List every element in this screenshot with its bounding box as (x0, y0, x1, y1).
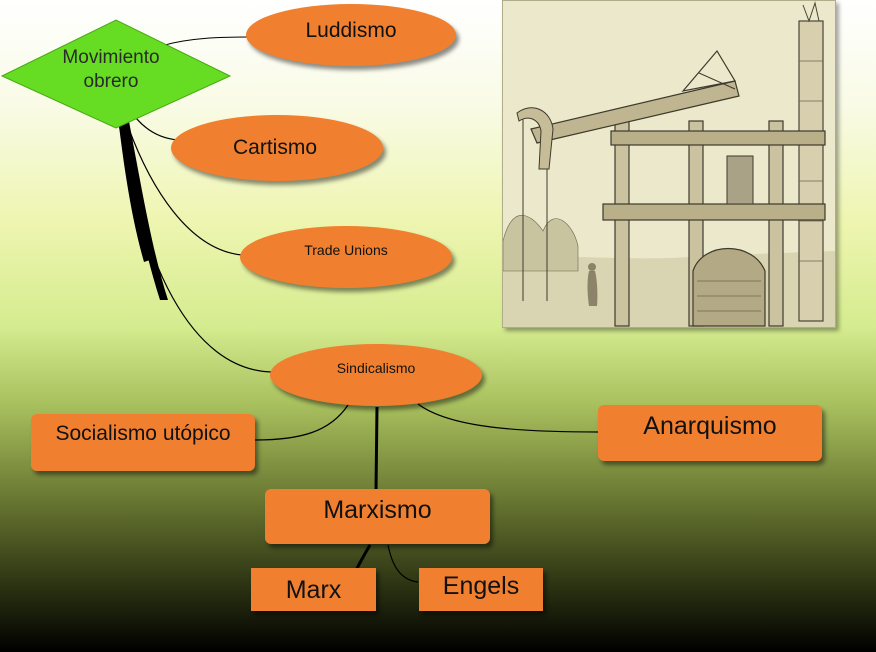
node-label: Trade Unions (304, 242, 388, 258)
node-socialismo-utopico[interactable]: Socialismo utópico (31, 414, 255, 471)
link-sindicalismo-socialismo (254, 404, 349, 441)
link-marxismo-engels (387, 544, 419, 583)
node-label: Sindicalismo (336, 360, 416, 376)
node-label: Marx (285, 576, 342, 604)
node-label: Cartismo (232, 136, 317, 159)
root-node-label: Movimiento obrero (62, 47, 160, 92)
node-sindicalismo[interactable]: Sindicalismo (270, 344, 482, 406)
node-label: Engels (442, 572, 520, 600)
node-label: Socialismo utópico (55, 421, 231, 445)
link-root-trade-unions (124, 117, 243, 256)
diamond-shape (0, 19, 232, 129)
link-sindicalismo-marxismo (374, 406, 379, 491)
link-root-thick-2 (118, 117, 150, 262)
node-trade-unions[interactable]: Trade Unions (240, 226, 452, 288)
node-label: Luddismo (305, 19, 397, 42)
link-sindicalismo-anarquismo (417, 403, 601, 433)
node-cartismo[interactable]: Cartismo (171, 115, 383, 181)
node-marxismo[interactable]: Marxismo (265, 489, 490, 544)
node-label: Anarquismo (643, 411, 777, 440)
steam-engine-engraving-image (502, 0, 836, 328)
node-label: Marxismo (323, 496, 432, 524)
link-root-luddismo (164, 36, 249, 46)
root-node-movimiento-obrero[interactable]: Movimiento obrero (0, 18, 232, 130)
node-luddismo[interactable]: Luddismo (246, 4, 456, 66)
node-engels[interactable]: Engels (419, 568, 543, 611)
node-anarquismo[interactable]: Anarquismo (598, 405, 822, 461)
node-marx[interactable]: Marx (251, 568, 376, 611)
